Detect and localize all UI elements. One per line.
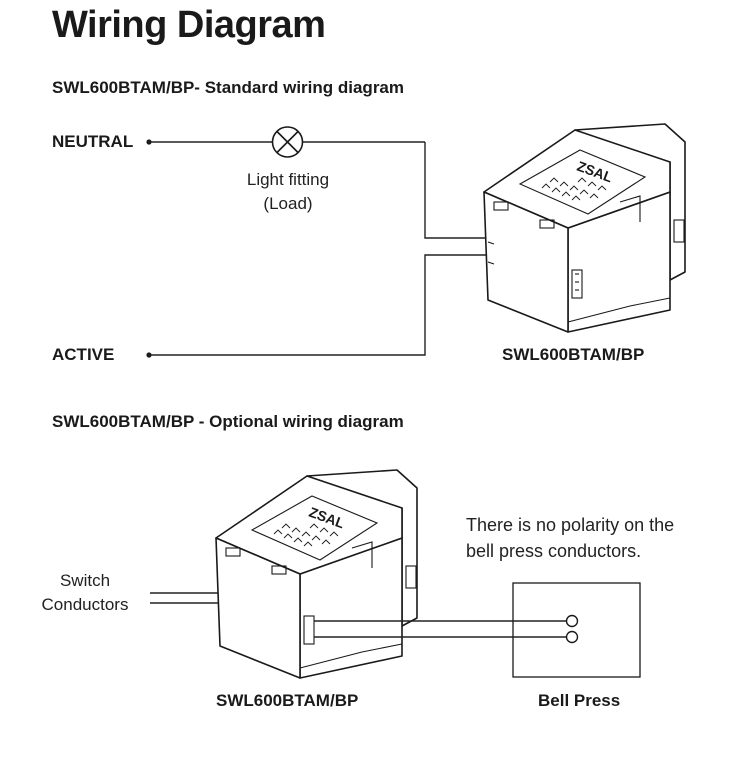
- active-label: ACTIVE: [52, 345, 115, 364]
- bell-press-icon: [512, 582, 641, 678]
- switch-mechanism-icon: ZSAL: [215, 469, 418, 679]
- standard-device-label: SWL600BTAM/BP: [502, 345, 645, 364]
- load-label: Light fitting (Load): [218, 168, 358, 216]
- load-label-line2: (Load): [263, 194, 313, 213]
- standard-diagram-heading: SWL600BTAM/BP- Standard wiring diagram: [52, 78, 405, 97]
- switch-conductors-label: Switch Conductors: [18, 569, 152, 617]
- polarity-note-line1: There is no polarity on the: [466, 515, 675, 535]
- bell-press-label: Bell Press: [538, 691, 621, 710]
- lamp-symbol-icon: [271, 126, 304, 158]
- bell-press-wires: [314, 620, 566, 638]
- active-wire: [149, 254, 488, 356]
- switch-label-line1: Switch: [59, 571, 111, 590]
- page-title: Wiring Diagram: [52, 4, 326, 46]
- switch-label-line2: Conductors: [41, 595, 129, 614]
- polarity-note: There is no polarity on the bell press c…: [466, 512, 674, 564]
- optional-diagram-heading: SWL600BTAM/BP - Optional wiring diagram: [52, 412, 404, 431]
- neutral-label: NEUTRAL: [52, 132, 134, 151]
- switch-conductor-wires: [150, 592, 222, 604]
- switch-mechanism-icon: ZSAL: [483, 123, 686, 333]
- polarity-note-line2: bell press conductors.: [466, 541, 642, 561]
- standard-wires: [146, 139, 488, 358]
- load-label-line1: Light fitting: [246, 170, 330, 189]
- load-to-switch-wire: [424, 142, 488, 239]
- optional-device-label: SWL600BTAM/BP: [216, 691, 359, 710]
